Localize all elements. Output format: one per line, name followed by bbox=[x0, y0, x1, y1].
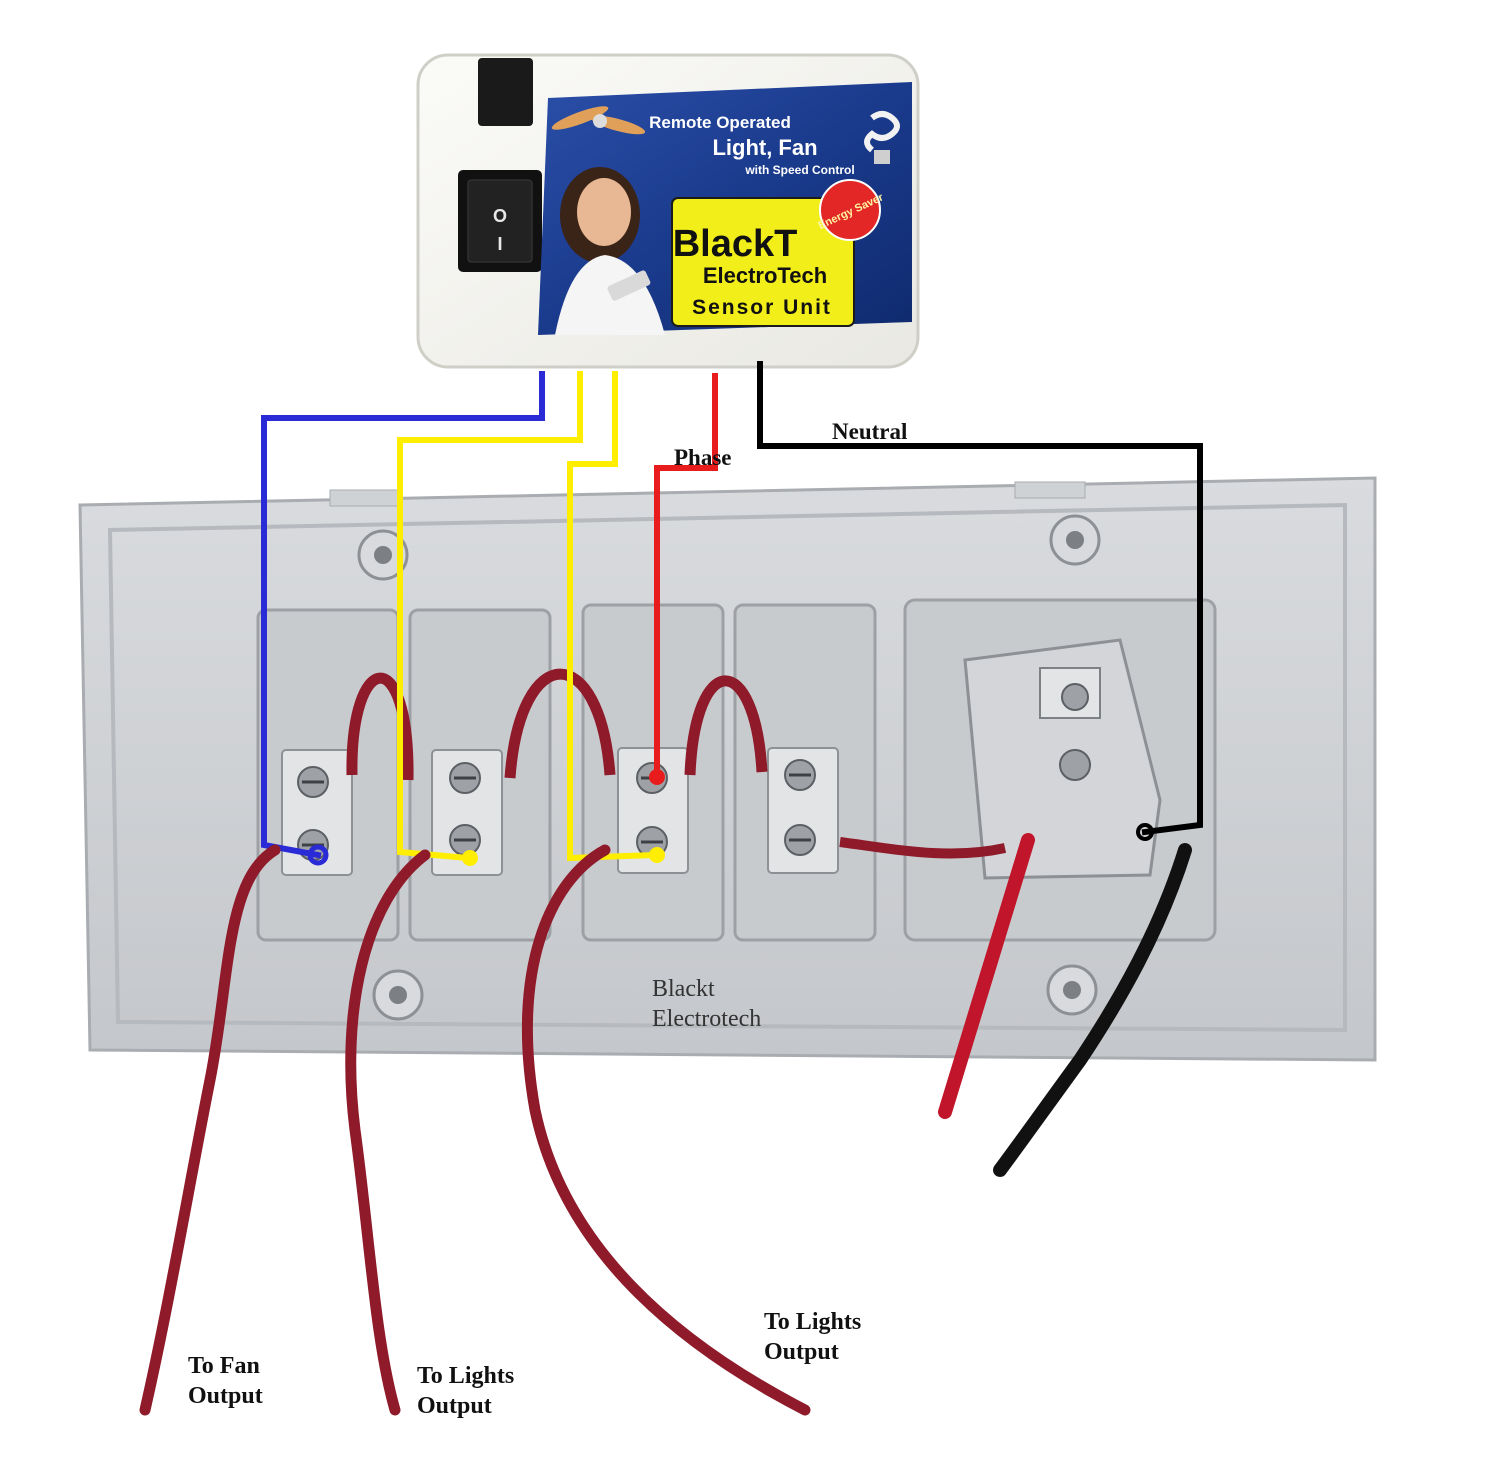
mounting-screw bbox=[357, 529, 409, 581]
switch-board-panel bbox=[78, 476, 1377, 1062]
lights-output-wire-1 bbox=[345, 849, 431, 1416]
cfl-bulb-icon bbox=[864, 111, 900, 164]
energy-saver-badge: Energy Saver bbox=[816, 179, 886, 241]
phase-wire bbox=[654, 373, 718, 778]
fan-signal-wire bbox=[261, 371, 545, 859]
terminal-block bbox=[431, 749, 503, 876]
fan-output-wire bbox=[139, 844, 281, 1416]
lights-output-2-label-line-2: Output bbox=[764, 1339, 839, 1365]
supply-phase-lead bbox=[938, 833, 1035, 1119]
banner-line-2: Light, Fan bbox=[712, 135, 817, 160]
mounting-screw bbox=[372, 969, 424, 1021]
phase-label: Phase bbox=[674, 445, 732, 470]
power-rocker-switch[interactable]: O I bbox=[458, 170, 542, 272]
interconnect-wires bbox=[346, 668, 1007, 859]
light-signal-terminal-1 bbox=[462, 850, 478, 866]
switch-off-symbol: I bbox=[497, 234, 502, 254]
ceiling-fan-icon bbox=[551, 106, 646, 135]
socket-housing bbox=[963, 638, 1162, 880]
fan-output-label-line-2: Output bbox=[188, 1383, 263, 1409]
brand-line-2: ElectroTech bbox=[703, 263, 827, 288]
product-banner: Remote Operated Light, Fan with Speed Co… bbox=[538, 82, 912, 335]
remote-control-icon bbox=[607, 270, 651, 301]
remote-sensor-window bbox=[478, 58, 533, 126]
jumper-wire bbox=[684, 675, 768, 776]
banner-line-3: with Speed Control bbox=[744, 163, 854, 177]
light-signal-terminal-2 bbox=[649, 847, 665, 863]
watermark-line-2: Electrotech bbox=[652, 1006, 761, 1032]
supply-neutral-lead bbox=[993, 843, 1192, 1177]
switch-on-symbol: O bbox=[493, 206, 507, 226]
mounting-screw bbox=[1049, 514, 1101, 566]
neutral-wire bbox=[757, 361, 1203, 836]
terminal-block bbox=[281, 749, 353, 876]
lights-output-1-label-line-2: Output bbox=[417, 1393, 492, 1419]
output-wires bbox=[139, 844, 811, 1416]
brand-box bbox=[671, 197, 855, 327]
neutral-label: Neutral bbox=[832, 419, 907, 444]
lights-output-2-label-line-1: To Lights bbox=[764, 1309, 861, 1335]
fan-output-label-line-1: To Fan bbox=[188, 1353, 260, 1379]
sensor-unit: O I Remote Operated Light, Fan with Spee… bbox=[416, 53, 920, 369]
brand-line-3: Sensor Unit bbox=[692, 296, 832, 319]
woman-photo bbox=[555, 167, 665, 335]
lights-output-wire-2 bbox=[521, 844, 811, 1416]
terminal-block bbox=[767, 747, 839, 874]
banner-line-1: Remote Operated bbox=[649, 113, 791, 132]
jumper-wire bbox=[504, 668, 616, 779]
brand-line-1: BlackT bbox=[673, 223, 798, 265]
neutral-terminal bbox=[1136, 823, 1154, 841]
jumper-wire bbox=[346, 672, 414, 781]
watermark-line-1: Blackt bbox=[652, 976, 715, 1002]
lights-output-1-label-line-1: To Lights bbox=[417, 1363, 514, 1389]
mounting-screw bbox=[1046, 964, 1098, 1016]
socket-feed-wire bbox=[839, 837, 1007, 859]
fan-signal-terminal bbox=[307, 844, 329, 866]
phase-terminal bbox=[649, 769, 665, 785]
